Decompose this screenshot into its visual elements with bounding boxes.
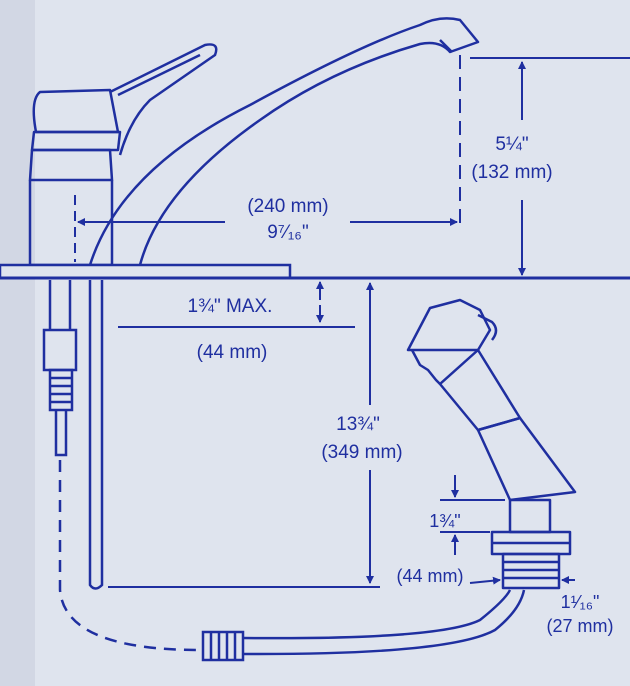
spray-shank-in-label: 1¾": [429, 511, 460, 531]
spout-aerator: [439, 39, 453, 53]
spout-reach-mm-label: (240 mm): [247, 196, 328, 217]
deck-max-in-label: 1¾" MAX.: [188, 296, 273, 317]
valve-thread: [48, 368, 74, 412]
sprayer-base-cone: [476, 416, 577, 502]
left-shade: [0, 0, 35, 686]
faucet-collar: [30, 130, 122, 152]
deck-plate: [0, 263, 630, 280]
lever-highlight: [117, 53, 201, 97]
faucet-cap: [32, 88, 120, 134]
dimension-lines: [74, 55, 630, 588]
hose-dashed: [58, 460, 201, 652]
spout-height-in-label: 5¼": [495, 134, 528, 155]
spout-reach-in-label: 9⁷⁄₁₆": [267, 222, 308, 243]
right-tube: [88, 280, 104, 590]
left-tube: [48, 280, 72, 330]
sprayer-button: [477, 313, 498, 341]
deck-max-mm-label: (44 mm): [197, 342, 268, 363]
lever-handle: [109, 43, 218, 156]
below-deck-in-label: 13¾": [336, 414, 380, 435]
shank-thread-lines: [503, 560, 559, 580]
spout-height-mm-label: (132 mm): [471, 162, 552, 183]
thread-lines: [50, 376, 72, 404]
supply-tubes: [42, 280, 104, 590]
spout: [88, 17, 480, 266]
faucet-body: [28, 17, 480, 267]
hole-arrow-right: [469, 576, 501, 585]
spray-shank-mm-label: (44 mm): [397, 566, 464, 586]
valve-tip: [54, 410, 68, 457]
below-deck-mm-label: (349 mm): [321, 442, 402, 463]
side-sprayer: [406, 298, 577, 590]
hose-solid: [242, 589, 526, 656]
spray-hole-mm-label: (27 mm): [547, 616, 614, 636]
sprayer-nozzle-ridge: [410, 349, 441, 385]
hose-connector: [201, 630, 245, 662]
spray-hole-in-label: 1¹⁄₁₆": [561, 592, 600, 612]
